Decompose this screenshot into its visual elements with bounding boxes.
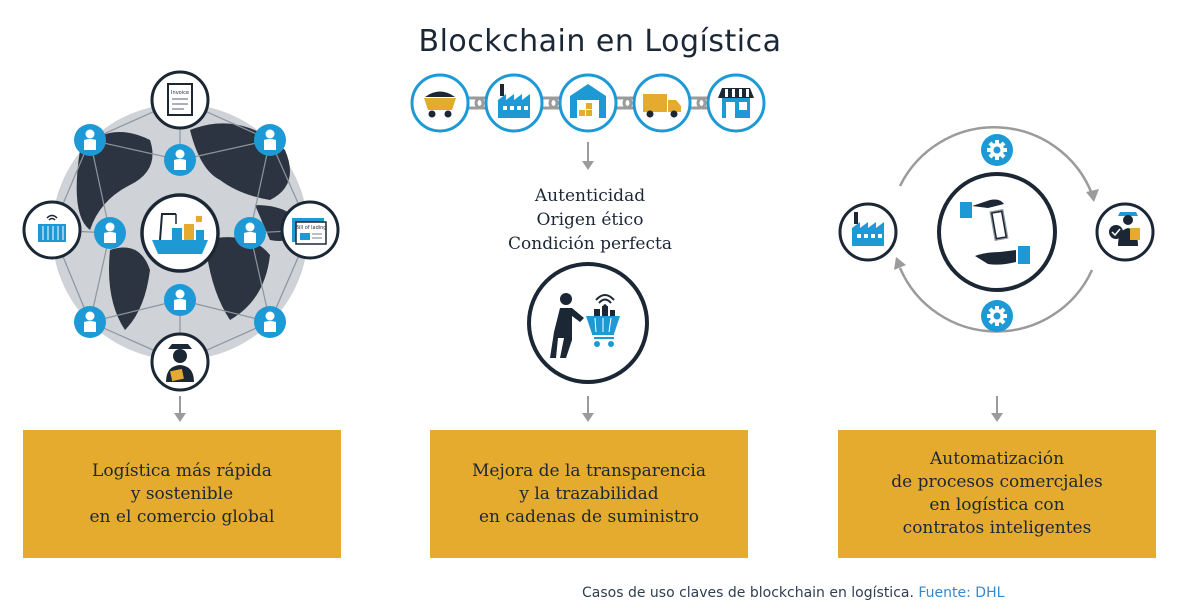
box-line: y sostenible: [130, 483, 234, 504]
person-icon: [234, 217, 266, 249]
truck-icon: [632, 73, 692, 133]
person-icon: [94, 217, 126, 249]
document-label: Invoice: [171, 90, 189, 96]
shopping-cart-icon: [527, 262, 649, 384]
outcome-box-global-trade: Logística más rápida y sostenible en el …: [23, 430, 341, 558]
page-title: Blockchain en Logística: [418, 24, 782, 59]
bill-label: Bill of lading: [296, 225, 327, 231]
person-icon: [164, 144, 196, 176]
box-line: contratos inteligentes: [902, 518, 1092, 538]
person-icon: [254, 124, 286, 156]
coal-cart-icon: [410, 73, 470, 133]
gear-icon: [981, 300, 1013, 332]
feature-item: Autenticidad: [534, 186, 646, 206]
caption: Casos de uso claves de blockchain en log…: [582, 585, 1004, 601]
box-line: de procesos comercjales: [891, 472, 1103, 492]
down-arrow: [174, 396, 186, 422]
person-icon: [74, 124, 106, 156]
box-line: Automatización: [929, 449, 1065, 469]
down-arrow: [991, 396, 1003, 422]
document-icon: Invoice: [150, 70, 210, 130]
store-icon: [706, 73, 766, 133]
factory-icon: [484, 73, 544, 133]
handshake-icon: [937, 172, 1057, 292]
gear-icon: [981, 134, 1013, 166]
caption-text: Casos de uso claves de blockchain en log…: [582, 585, 914, 601]
features-list: Autenticidad Origen ético Condición perf…: [460, 184, 720, 256]
ship-icon: [140, 193, 220, 273]
customs-officer-icon: [150, 332, 210, 392]
container-icon: [22, 200, 82, 260]
smart-contract-cycle: [838, 126, 1155, 333]
box-line: Mejora de la transparencia: [472, 460, 706, 481]
supply-chain: [410, 73, 766, 133]
down-arrow: [582, 396, 594, 422]
globe-network: Invoice Bill of lading: [22, 70, 340, 392]
person-icon: [164, 284, 196, 316]
person-icon: [254, 306, 286, 338]
factory-icon: [838, 202, 898, 262]
outcome-box-transparency: Mejora de la transparencia y la trazabil…: [430, 430, 748, 558]
bill-of-lading-icon: Bill of lading: [280, 200, 340, 260]
box-line: en logística con: [929, 495, 1065, 515]
box-line: y la trazabilidad: [519, 483, 659, 504]
down-arrow: [582, 142, 594, 170]
delivery-person-icon: [1095, 202, 1155, 262]
box-line: en cadenas de suministro: [478, 506, 700, 527]
box-line: Logística más rápida: [92, 460, 272, 481]
person-icon: [74, 306, 106, 338]
box-line: en el comercio global: [89, 506, 275, 527]
feature-item: Origen ético: [536, 210, 644, 230]
feature-item: Condición perfecta: [508, 234, 672, 254]
warehouse-icon: [558, 73, 618, 133]
outcome-box-automation: Automatización de procesos comercjales e…: [838, 430, 1156, 558]
caption-source: Fuente: DHL: [918, 585, 1005, 601]
